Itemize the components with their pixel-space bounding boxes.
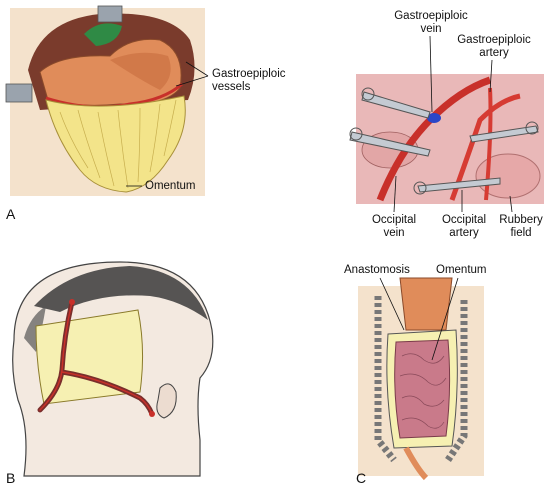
panel-b-hair xyxy=(34,266,208,320)
clamp-3-ring xyxy=(413,181,427,195)
panel-right-top-rubbery-field xyxy=(475,153,541,199)
clamp-4-ring xyxy=(525,121,539,135)
label-gastroepiploic-artery-line2: artery xyxy=(479,47,509,59)
panel-c-tail xyxy=(403,446,429,481)
panel-right-top-gastroepiploic-vein xyxy=(427,113,441,123)
leader-gastroepiploic-vein xyxy=(429,35,433,113)
leader-rubbery-field xyxy=(509,195,513,213)
panel-right-top-occipital-artery xyxy=(449,93,521,201)
panel-a-vessels-leader-1 xyxy=(175,75,209,87)
panel-b-hair-shadow xyxy=(24,306,46,352)
panel-right-top-clamps xyxy=(349,87,539,195)
panel-c-scalp-edge-left xyxy=(374,296,397,463)
clamp-3 xyxy=(417,177,501,193)
leader-gastroepiploic-artery xyxy=(489,59,493,93)
label-gastroepiploic-vessels-line1: Gastroepiploic xyxy=(212,68,286,80)
panel-c-brain-texture xyxy=(399,353,447,429)
label-panel-a-omentum: Omentum xyxy=(145,180,196,192)
panel-c-scalp-edge-right xyxy=(445,300,468,462)
label-gastroepiploic-vein: Gastroepiploic vein xyxy=(392,10,470,36)
panel-b-incision-end-right xyxy=(149,411,155,417)
leader-occipital-vein xyxy=(393,175,397,213)
label-gastroepiploic-vessels-line2: vessels xyxy=(212,81,251,93)
label-occipital-vein: Occipital vein xyxy=(362,214,426,240)
label-gastroepiploic-vein-line2: vein xyxy=(420,23,442,35)
panel-letter-c: C xyxy=(356,470,367,486)
clamp-1-ring xyxy=(361,87,375,101)
label-gastroepiploic-vessels: Gastroepiploic vessels xyxy=(212,68,286,94)
panel-a-retractor-left xyxy=(5,83,33,103)
panel-b-ear xyxy=(156,383,177,419)
panel-b-omentum-patch xyxy=(35,309,144,405)
leader-anastomosis xyxy=(379,277,405,331)
panel-a-gastroepiploic-vessel xyxy=(45,82,183,109)
panel-b-incision-highlight xyxy=(39,301,153,415)
label-occipital-artery-line1: Occipital xyxy=(441,214,487,226)
leader-panel-c-omentum xyxy=(431,277,459,361)
label-occipital-artery: Occipital artery xyxy=(432,214,496,240)
label-rubbery-field: Rubbery field xyxy=(496,214,546,240)
panel-letter-b: B xyxy=(6,470,16,486)
panel-letter-a: A xyxy=(6,206,16,222)
panel-a-retractor-top xyxy=(97,5,123,23)
label-occipital-vein-line1: Occipital xyxy=(371,214,417,226)
panel-c-brain-surface xyxy=(394,339,451,439)
clamp-4 xyxy=(469,125,539,143)
panel-a-omentum-texture xyxy=(59,99,177,189)
label-rubbery-field-line2: field xyxy=(510,227,532,239)
panel-a-stomach-shadow xyxy=(110,52,171,90)
label-occipital-vein-line2: vein xyxy=(383,227,405,239)
clamp-2-ring xyxy=(349,127,363,141)
label-gastroepiploic-artery-line1: Gastroepiploic xyxy=(457,34,531,46)
label-gastroepiploic-artery: Gastroepiploic artery xyxy=(455,34,533,60)
panel-a-vessels-leader-2 xyxy=(185,61,209,77)
label-gastroepiploic-vein-line1: Gastroepiploic xyxy=(394,10,468,22)
label-anastomosis: Anastomosis xyxy=(344,264,410,276)
panel-b-incision-end-top xyxy=(69,299,75,305)
label-rubbery-field-line1: Rubbery xyxy=(499,214,543,226)
label-panel-c-omentum: Omentum xyxy=(436,264,487,276)
panel-c-pedicle xyxy=(399,277,453,331)
label-occipital-artery-line2: artery xyxy=(449,227,479,239)
panel-a-gallbladder xyxy=(84,23,122,46)
